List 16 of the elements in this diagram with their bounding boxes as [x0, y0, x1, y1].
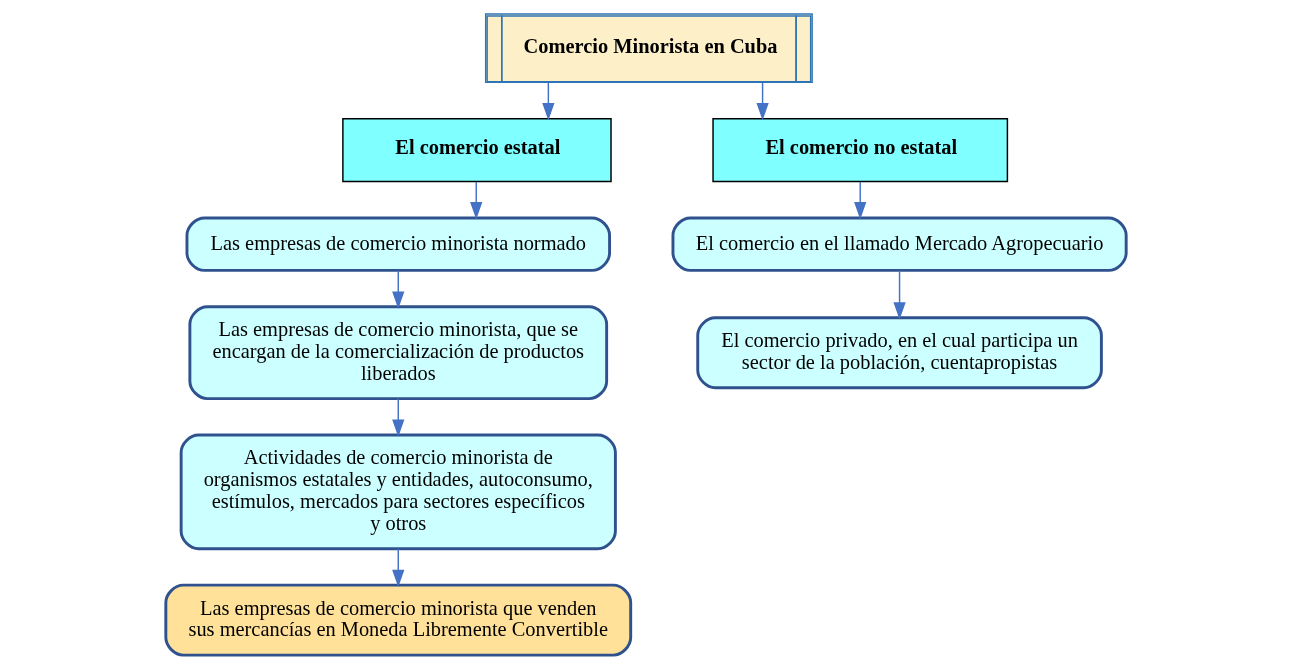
arrow	[392, 269, 405, 309]
arrow	[756, 81, 769, 121]
node-box: Actividades de comercio minorista de organismos estatales y entidades, autoconsumo, estímulos, mercados para sectores específicos y otros	[179, 433, 617, 551]
node-box: El comercio estatal	[342, 118, 612, 183]
node-box: El comercio no estatal	[712, 118, 1009, 183]
arrow	[392, 397, 405, 437]
arrow	[854, 181, 867, 220]
arrow	[893, 269, 906, 320]
node-box: Las empresas de comercio minorista que venden sus mercancías en Moneda Libremente Convertible	[164, 583, 633, 657]
node-box: El comercio privado, en el cual participa un sector de la población, cuentapropistas	[696, 316, 1103, 390]
arrow	[470, 181, 483, 220]
arrow	[542, 81, 555, 121]
node-box: Las empresas de comercio minorista, que se encargan de la comercialización de productos liberados	[188, 305, 609, 401]
node-box: Las empresas de comercio minorista normado	[185, 216, 612, 272]
node-box: El comercio en el llamado Mercado Agropecuario	[671, 216, 1128, 272]
arrow	[392, 548, 405, 588]
